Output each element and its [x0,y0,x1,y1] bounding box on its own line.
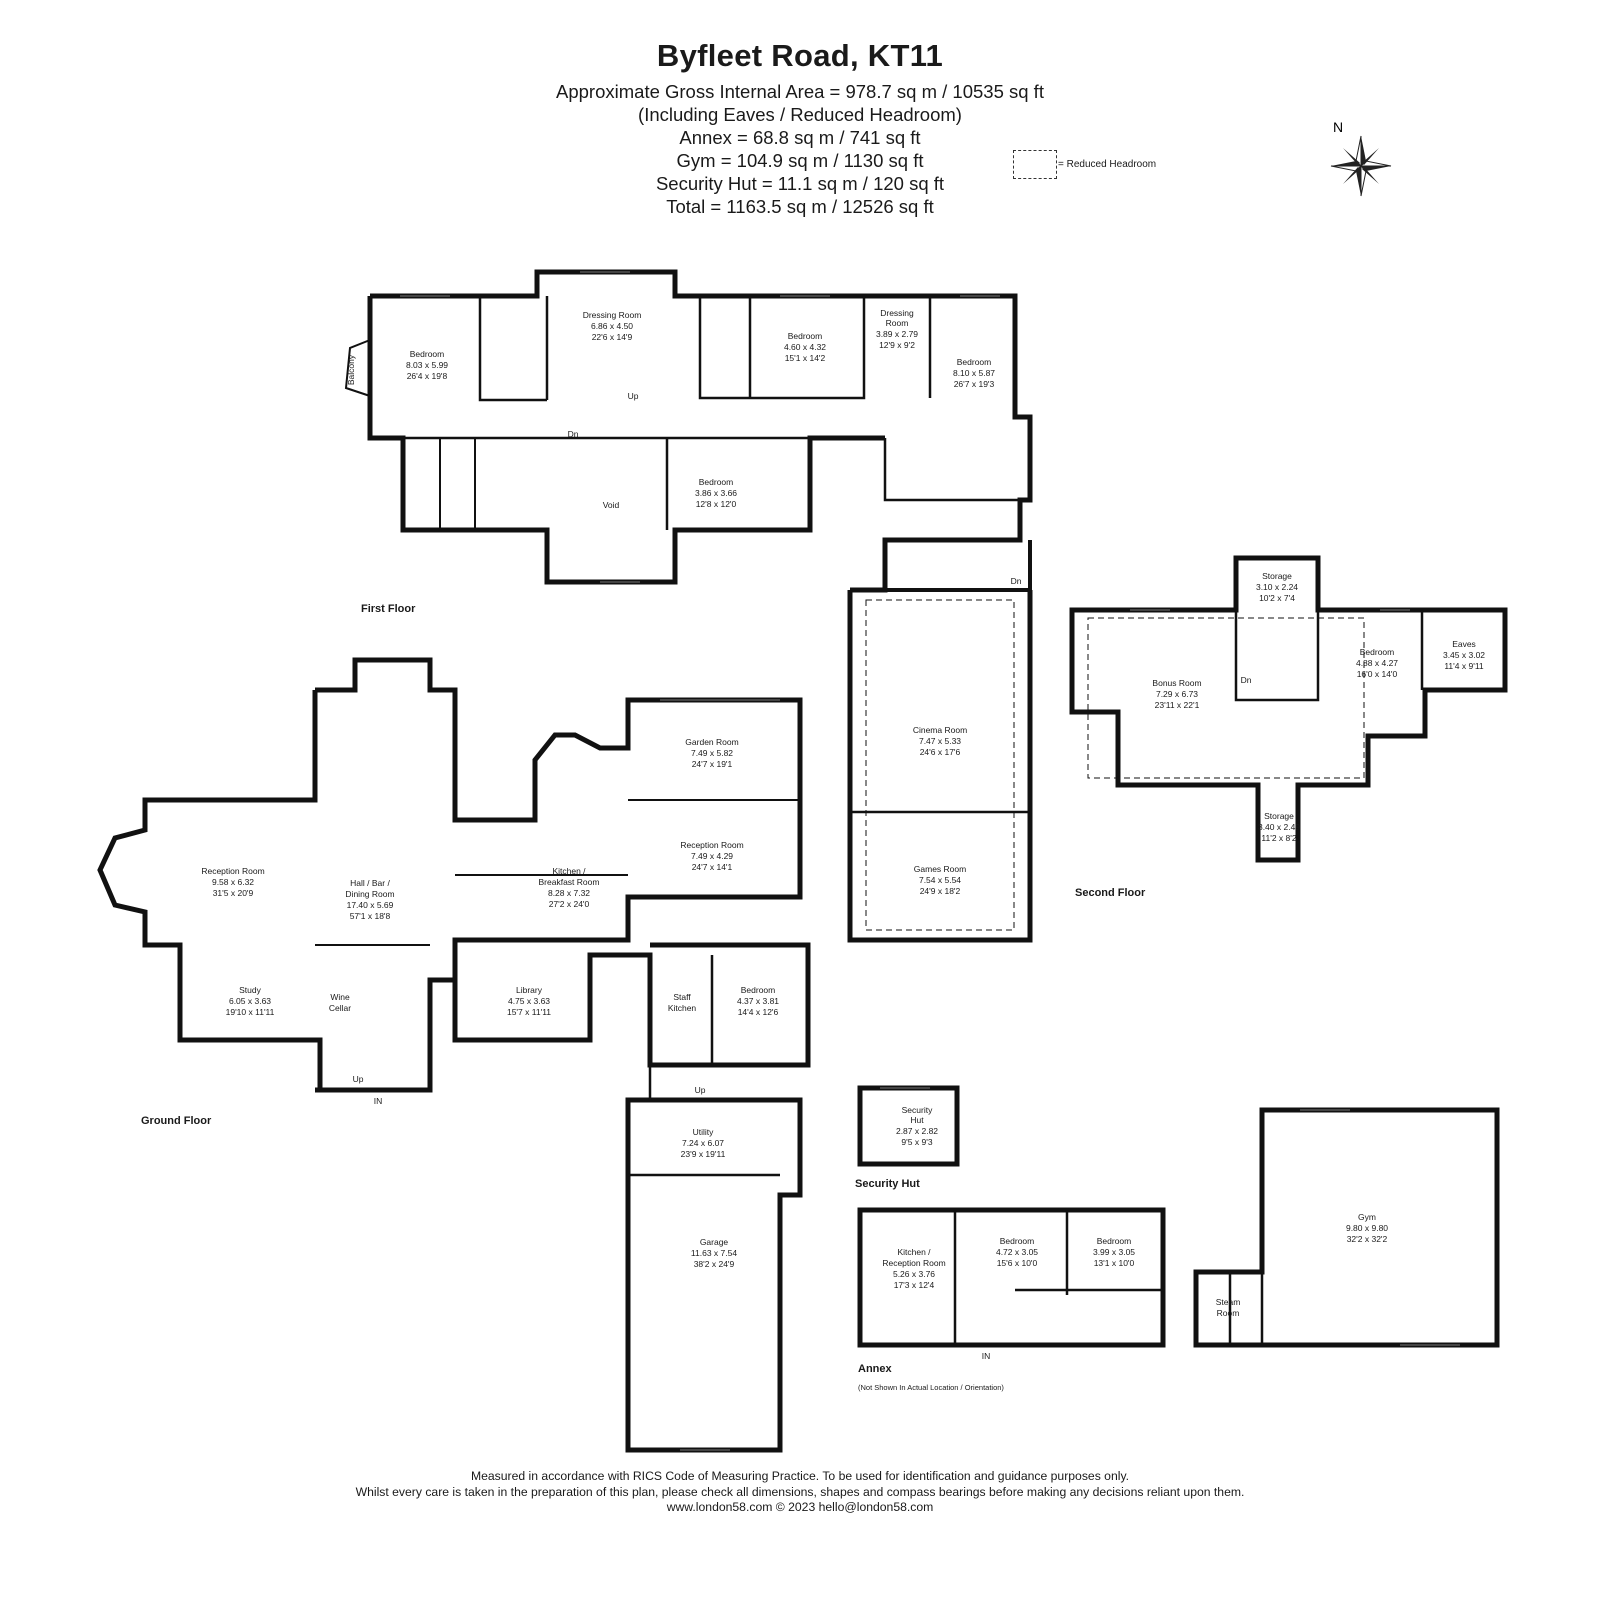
annex-entrance-label: IN [982,1351,991,1361]
footer-line-2: Whilst every care is taken in the prepar… [355,1484,1245,1499]
gf-stairs-up-label: Up [353,1074,364,1084]
area-line-security: Security Hut = 11.1 sq m / 120 sq ft [655,173,945,194]
first-floor-label: First Floor [361,603,416,615]
dashed-box-icon [1013,150,1057,179]
second-floor-plan [1069,555,1508,863]
ground-floor-label: Ground Floor [141,1115,212,1127]
area-line-total: Total = 1163.5 sq m / 12526 sq ft [666,196,934,217]
area-line-gross: Approximate Gross Internal Area = 978.7 … [556,81,1044,102]
gym-plan [1193,1107,1500,1348]
compass-north-label: N [1333,120,1343,135]
footer-line-3: www.london58.com © 2023 hello@london58.c… [666,1500,934,1514]
disclaimer-footer: Measured in accordance with RICS Code of… [0,1469,1600,1516]
sf-stairs-down-label: Dn [1241,675,1252,685]
ground-floor-plan [97,657,811,1453]
area-line-gym: Gym = 104.9 sq m / 1130 sq ft [676,150,924,171]
footer-line-1: Measured in accordance with RICS Code of… [470,1469,1130,1483]
area-line-eaves: (Including Eaves / Reduced Headroom) [638,104,962,125]
ff-void-label: Void [603,500,620,510]
annex-floor-label: Annex [858,1363,893,1375]
annex-orientation-note: (Not Shown In Actual Location / Orientat… [858,1383,1004,1392]
wing-cinema-games [847,540,1033,943]
ff-stairs-down-label: Dn [568,429,579,439]
gf-entrance-label: IN [374,1096,383,1106]
ff-balcony-label: Balcony [346,354,356,385]
area-summary: Approximate Gross Internal Area = 978.7 … [0,80,1600,218]
legend-label: = Reduced Headroom [1058,159,1157,170]
plan-title: Byfleet Road, KT11 [656,38,944,73]
security-hut-floor-label: Security Hut [855,1178,920,1190]
compass-rose-icon: N [1330,120,1392,197]
second-floor-label: Second Floor [1075,887,1146,899]
ff-stairs-down-2-label: Dn [1011,576,1022,586]
annex-plan [857,1207,1166,1348]
first-floor-plan [344,269,1033,593]
gf-stairs-up-2-label: Up [695,1085,706,1095]
ff-stairs-up-label: Up [628,391,639,401]
area-line-annex: Annex = 68.8 sq m / 741 sq ft [679,127,921,148]
